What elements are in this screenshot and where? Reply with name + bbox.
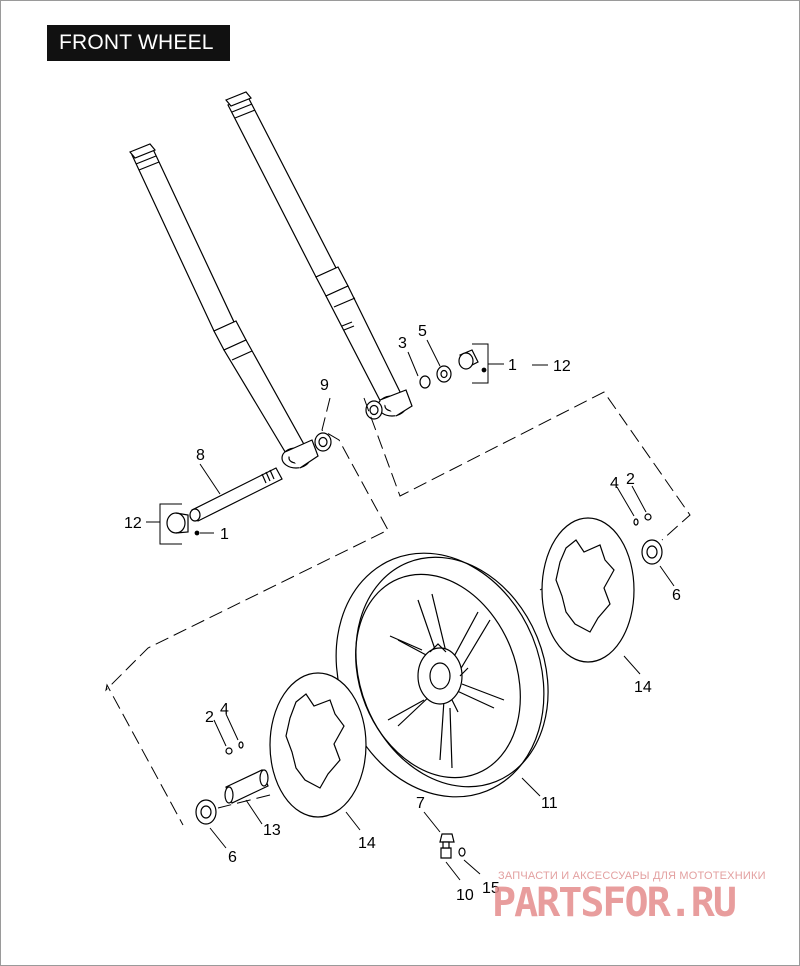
callout-6-left: 6	[228, 849, 237, 866]
cast-wheel	[335, 552, 549, 798]
callout-4-left: 4	[220, 701, 229, 718]
callout-14-left: 14	[358, 835, 376, 852]
brake-rotor-right	[541, 517, 635, 663]
diagram-title: FRONT WHEEL	[47, 25, 230, 61]
callout-4-right: 4	[610, 475, 619, 492]
callout-2-left: 2	[205, 709, 214, 726]
leader-lines	[146, 339, 675, 881]
callout-3: 3	[398, 335, 407, 352]
rotor-mount-right	[633, 513, 652, 526]
left-fork-leg	[129, 143, 319, 469]
callout-13: 13	[263, 822, 281, 839]
callout-10: 10	[456, 887, 474, 904]
callout-9: 9	[320, 377, 329, 394]
callout-2-right: 2	[626, 471, 635, 488]
spacer-left	[314, 432, 332, 452]
callout-15: 15	[482, 880, 500, 897]
rotor-mount-left	[225, 741, 244, 755]
valve-cap	[439, 833, 455, 843]
axle-nut	[436, 365, 452, 383]
spacer-right	[365, 400, 383, 420]
right-fork-leg	[225, 91, 413, 417]
callout-11: 11	[541, 795, 558, 812]
callout-12-left: 12	[124, 515, 142, 532]
wheel-bearing-right	[641, 539, 663, 565]
callout-12-right: 12	[553, 358, 571, 375]
callout-8: 8	[196, 447, 205, 464]
callout-6-right: 6	[672, 587, 681, 604]
valve-grommet	[458, 847, 466, 857]
wheel-bearing-left	[195, 799, 217, 825]
callout-1-left: 1	[220, 526, 229, 543]
front-axle	[189, 467, 283, 522]
cap-screw-left	[194, 530, 200, 536]
brake-rotor-left	[269, 672, 367, 818]
callout-5: 5	[418, 323, 427, 340]
axle-cap-left	[166, 512, 189, 534]
watermark-subtitle: ЗАПЧАСТИ И АКСЕССУАРЫ ДЛЯ МОТОТЕХНИКИ	[498, 870, 766, 882]
cap-screw-right	[481, 367, 487, 373]
watermark-logo: PARTSFOR.RU	[492, 880, 737, 926]
callout-1-right: 1	[508, 357, 517, 374]
axle-cap-right	[458, 349, 479, 370]
callout-numbers: 1 12 3 5 9 8 12 1 4 2 6 14 11 2 4 13 14 …	[124, 323, 681, 904]
callout-14-right: 14	[634, 679, 652, 696]
valve-stem	[440, 841, 452, 859]
center-spacer-sleeve	[224, 769, 269, 804]
washer	[419, 375, 431, 389]
callout-7: 7	[416, 795, 425, 812]
